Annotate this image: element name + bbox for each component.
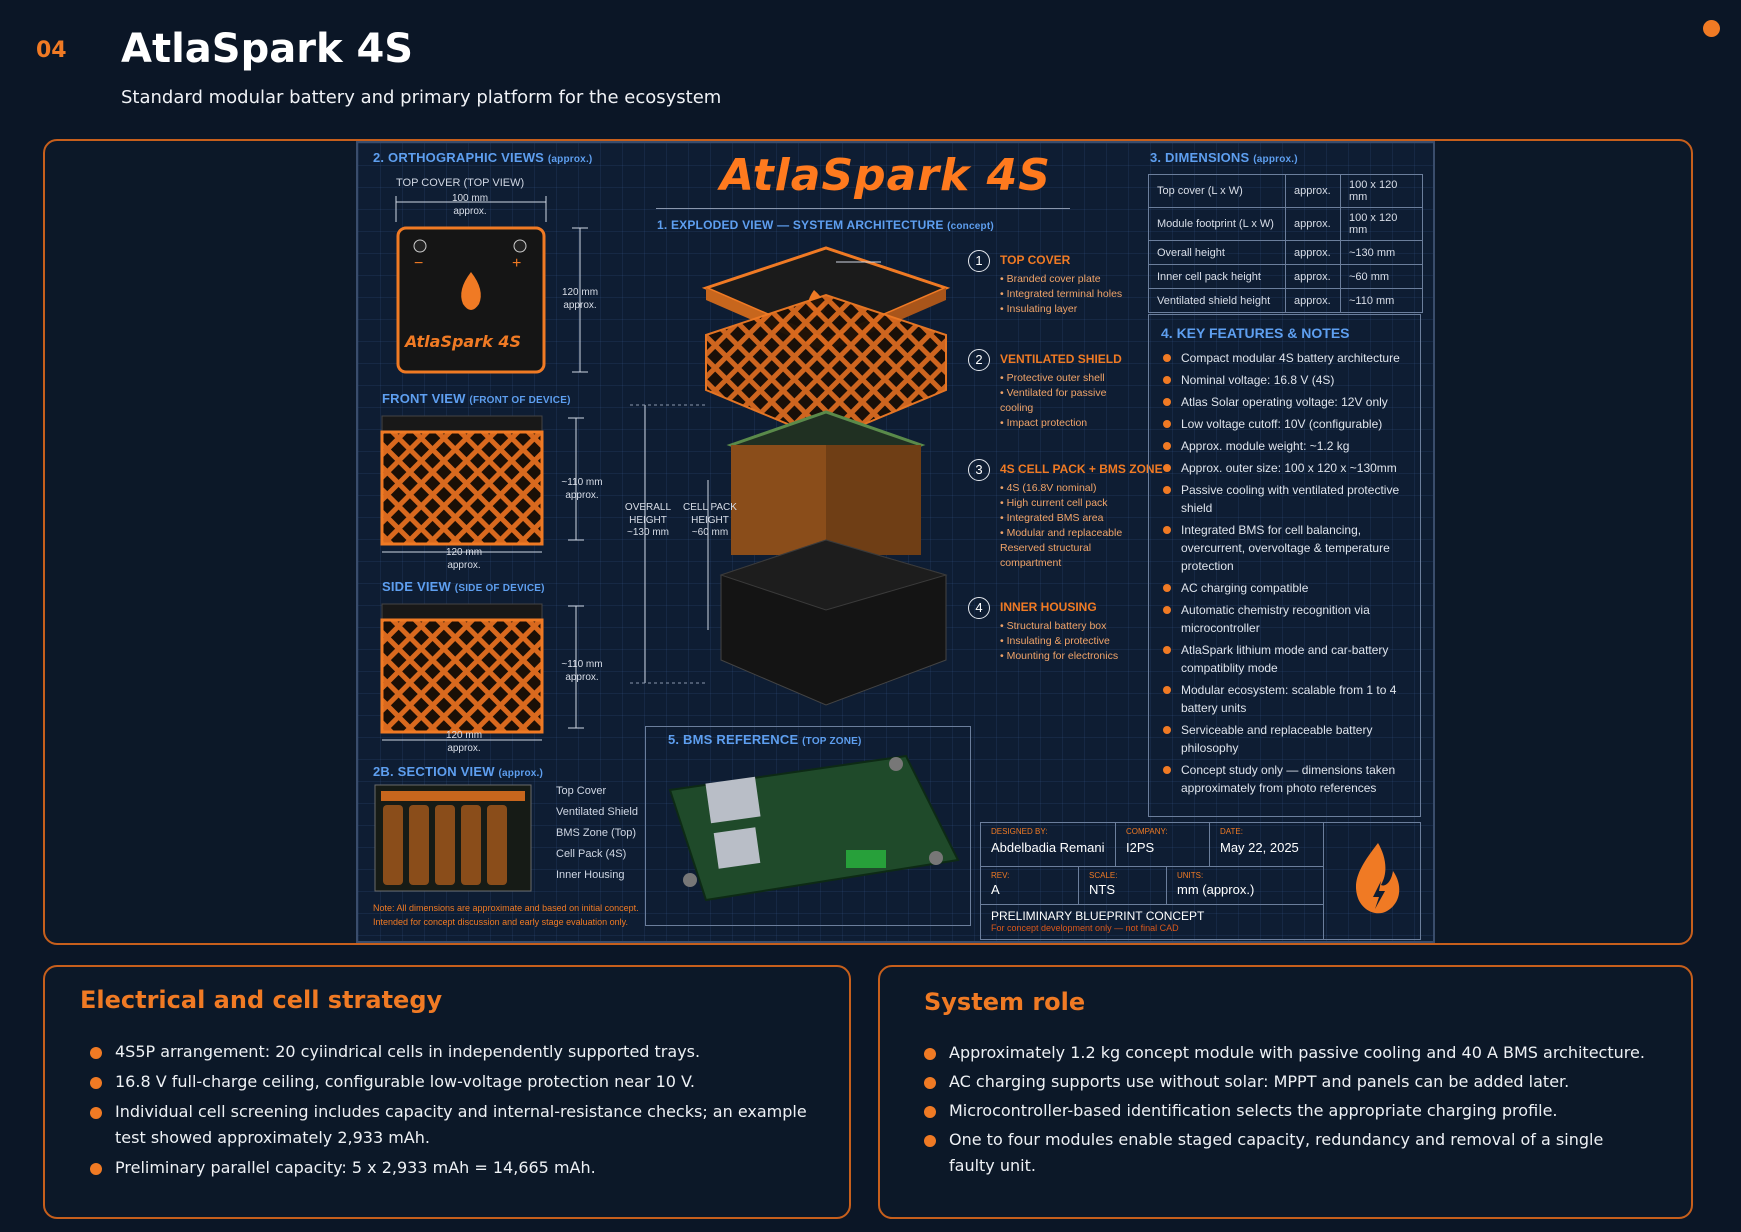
page-subtitle: Standard modular battery and primary pla… [121,87,722,108]
list-item: Compact modular 4S battery architecture [1161,349,1410,367]
list-item: Atlas Solar operating voltage: 12V only [1161,393,1410,411]
section-layer: BMS Zone (Top) [556,827,637,839]
front-view-drawing [380,415,584,553]
date-cell: DATE:May 22, 2025 [1210,823,1324,867]
page-title: AtlaSpark 4S [121,26,414,72]
list-item: Passive cooling with ventilated protecti… [1161,481,1410,517]
svg-text:+: + [512,255,521,272]
rev-cell: REV:A [981,867,1079,905]
list-item: Approx. outer size: 100 x 120 x ~130mm [1161,459,1410,477]
list-item: AC charging compatible [1161,579,1410,597]
company-cell: COMPANY:I2PS [1116,823,1210,867]
slide-number: 04 [36,38,67,63]
list-item: Modular ecosystem: scalable from 1 to 4 … [1161,681,1410,717]
dimensions-table: Top cover (L x W)approx.100 x 120 mm Mod… [1148,174,1423,313]
front-view-heading: FRONT VIEW (FRONT OF DEVICE) [382,391,571,406]
electrical-card [43,965,851,1219]
section-layer: Ventilated Shield [556,806,638,818]
exploded-view-drawing [701,246,951,706]
list-item: Integrated BMS for cell balancing, overc… [1161,521,1410,575]
list-item: Low voltage cutoff: 10V (configurable) [1161,415,1410,433]
units-cell: UNITS:mm (approx.) [1167,867,1324,905]
list-item: Automatic chemistry recognition via micr… [1161,601,1410,637]
section-view-heading: 2B. SECTION VIEW (approx.) [373,764,544,779]
list-item: AtlaSpark lithium mode and car-battery c… [1161,641,1410,677]
top-view-drawing: −+ [395,196,588,374]
exploded-heading: 1. EXPLODED VIEW — SYSTEM ARCHITECTURE (… [657,218,994,232]
dimensions-heading: 3. DIMENSIONS (approx.) [1150,150,1298,165]
bms-board-drawing [668,754,960,902]
section-layer-list: Top Cover Ventilated Shield BMS Zone (To… [556,781,638,886]
electrical-list: 4S5P arrangement: 20 cyiindrical cells i… [88,1039,808,1181]
list-item: Individual cell screening includes capac… [88,1099,808,1151]
atlaspark-logo: AtlaSpark 4S [720,150,1051,201]
list-item: Serviceable and replaceable battery phil… [1161,721,1410,757]
ortho-heading: 2. ORTHOGRAPHIC VIEWS (approx.) [373,150,593,165]
exploded-dimension-lines [630,404,709,684]
key-features-box: 4. KEY FEATURES & NOTES Compact modular … [1148,314,1421,817]
side-view-heading: SIDE VIEW (SIDE OF DEVICE) [382,579,545,594]
section-layer: Top Cover [556,785,607,797]
bms-heading: 5. BMS REFERENCE (TOP ZONE) [668,732,862,747]
scale-cell: SCALE:NTS [1079,867,1167,905]
top-cover-logo: AtlaSpark 4S [405,332,521,351]
table-row: Module footprint (L x W)approx.100 x 120… [1148,207,1423,241]
features-heading: 4. KEY FEATURES & NOTES [1161,325,1350,341]
designed-by-cell: DESIGNED BY:Abdelbadia Remani [981,823,1116,867]
list-item: 16.8 V full-charge ceiling, configurable… [88,1069,808,1095]
electrical-title: Electrical and cell strategy [80,986,443,1014]
list-item: Concept study only — dimensions taken ap… [1161,761,1410,797]
section-layer: Cell Pack (4S) [556,848,627,860]
title-block: DESIGNED BY:Abdelbadia Remani COMPANY:I2… [980,822,1421,940]
features-list: Compact modular 4S battery architecture … [1161,349,1410,797]
blueprint-note: Note: All dimensions are approximate and… [373,903,639,927]
corner-dot-icon [1703,20,1720,37]
flame-logo-icon [1355,843,1400,914]
system-role-list: Approximately 1.2 kg concept module with… [922,1040,1652,1179]
system-role-title: System role [924,988,1086,1016]
section-view-drawing [374,784,532,892]
list-item: Preliminary parallel capacity: 5 x 2,933… [88,1155,808,1181]
svg-text:−: − [414,255,423,272]
side-view-drawing [380,603,584,741]
logo-rule [656,208,1070,209]
section-layer: Inner Housing [556,869,625,881]
list-item: AC charging supports use without solar: … [922,1069,1652,1095]
list-item: One to four modules enable staged capaci… [922,1127,1652,1179]
list-item: Approx. module weight: ~1.2 kg [1161,437,1410,455]
list-item: Nominal voltage: 16.8 V (4S) [1161,371,1410,389]
system-role-card [878,965,1693,1219]
table-row: Top cover (L x W)approx.100 x 120 mm [1148,174,1423,208]
list-item: Microcontroller-based identification sel… [922,1098,1652,1124]
list-item: Approximately 1.2 kg concept module with… [922,1040,1652,1066]
top-view-label: TOP COVER (TOP VIEW) [396,177,525,189]
bms-reference-box [645,726,971,926]
list-item: 4S5P arrangement: 20 cyiindrical cells i… [88,1039,808,1065]
